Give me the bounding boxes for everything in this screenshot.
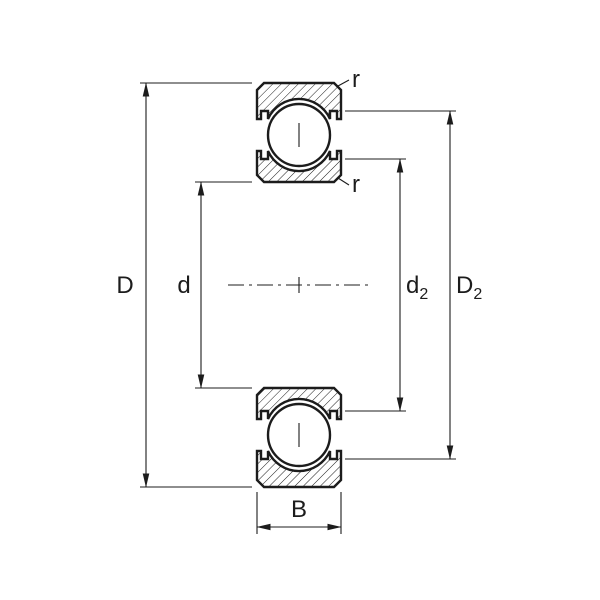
dim-label-D2: D2 — [456, 272, 482, 303]
dim-label-r-inner: r — [352, 171, 360, 198]
dimension-d2: d2 — [345, 158, 428, 412]
dim-label-r-outer: r — [352, 66, 360, 93]
inner-ring-bottom-section — [255, 386, 343, 421]
dimension-d: d — [177, 181, 252, 389]
dimension-D2: D2 — [345, 110, 482, 460]
inner-ring-top-section — [255, 149, 343, 184]
leader-line — [337, 79, 350, 87]
dim-label-d2: d2 — [406, 272, 428, 303]
dim-label-d: d — [177, 272, 190, 299]
dimension-B: B — [256, 492, 342, 534]
dim-label-B: B — [291, 496, 307, 523]
chamfer-callout-outer: r — [337, 66, 360, 93]
outer-ring-bottom-section — [255, 449, 343, 489]
leader-line — [337, 177, 350, 186]
chamfer-callout-inner: r — [337, 171, 360, 198]
dim-label-D: D — [116, 272, 133, 299]
dimension-D: D — [116, 82, 252, 488]
bearing-cross-section — [228, 81, 370, 489]
outer-ring-top-section — [255, 81, 343, 121]
